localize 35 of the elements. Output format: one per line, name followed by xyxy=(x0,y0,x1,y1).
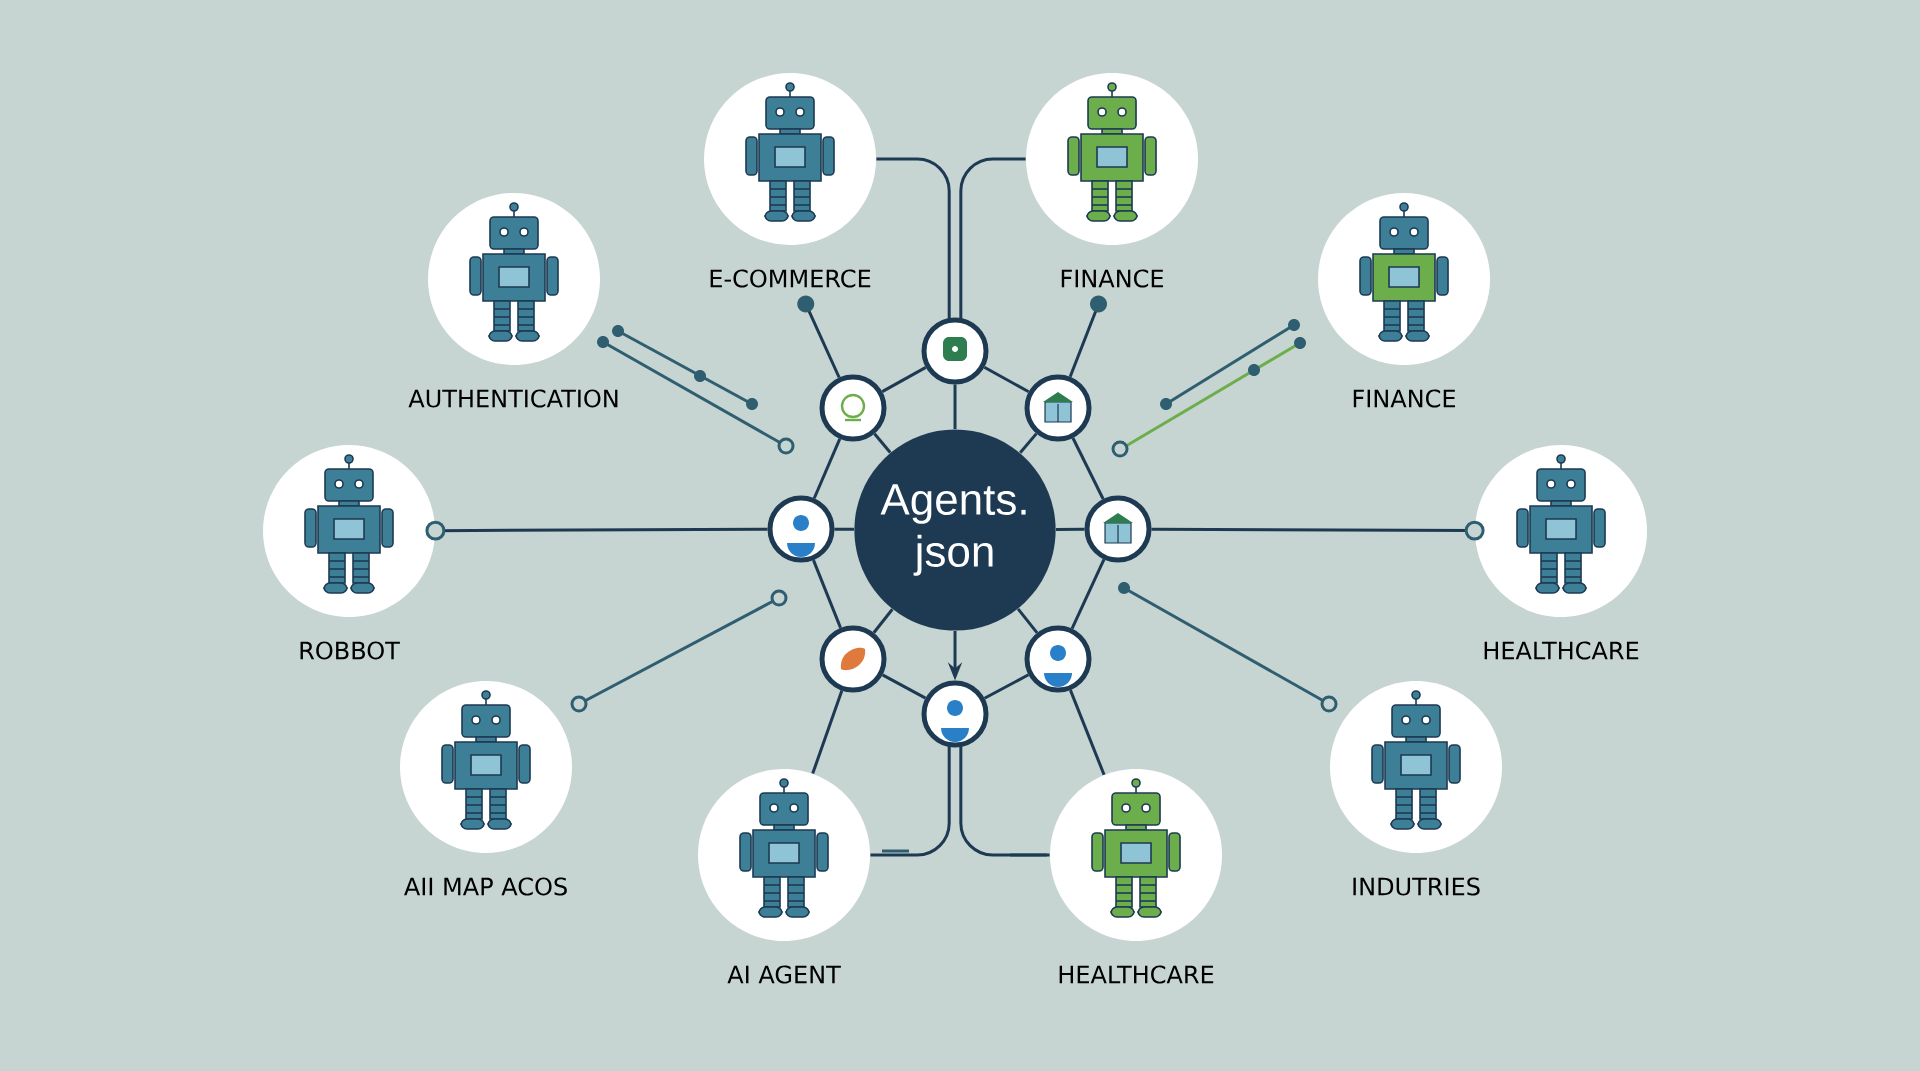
connector-line xyxy=(881,366,927,393)
connector-line xyxy=(425,520,768,541)
connector-line xyxy=(834,527,855,531)
node-label: FINANCE xyxy=(1061,269,1163,288)
node-label: AII MAP ACOS xyxy=(404,877,567,896)
node-label: FINANCE xyxy=(1353,389,1455,408)
connector-line xyxy=(1071,437,1105,500)
connector-line xyxy=(1070,558,1106,630)
connector-line xyxy=(1016,608,1039,634)
connector-line xyxy=(1069,689,1106,776)
connector-line xyxy=(1151,520,1485,541)
node-label: E-COMMERCE xyxy=(710,269,871,288)
connector-line xyxy=(959,747,1050,857)
connector-line xyxy=(1068,295,1107,378)
connector-line xyxy=(812,559,842,629)
connector-line xyxy=(872,608,894,634)
connector-line xyxy=(811,690,844,775)
connector-line xyxy=(870,747,951,857)
connector-line xyxy=(812,438,842,499)
node-label: INDUTRIES xyxy=(1353,877,1480,896)
connector-line xyxy=(797,295,841,379)
connector-line xyxy=(959,157,1026,318)
connector-line xyxy=(953,384,957,429)
connector-line xyxy=(1019,432,1038,454)
connector-line xyxy=(881,673,927,700)
node-label: HEALTHCARE xyxy=(1484,641,1639,660)
node-label: ROBBOT xyxy=(300,641,400,660)
connector-line xyxy=(1056,527,1085,531)
node-label: HEALTHCARE xyxy=(1059,965,1214,984)
connector-line xyxy=(876,157,951,318)
connector-line xyxy=(983,365,1030,394)
connector-line xyxy=(983,673,1030,700)
node-label: AUTHENTICATION xyxy=(408,389,618,408)
connector-line xyxy=(873,432,892,454)
node-label: AI AGENT xyxy=(727,965,841,984)
